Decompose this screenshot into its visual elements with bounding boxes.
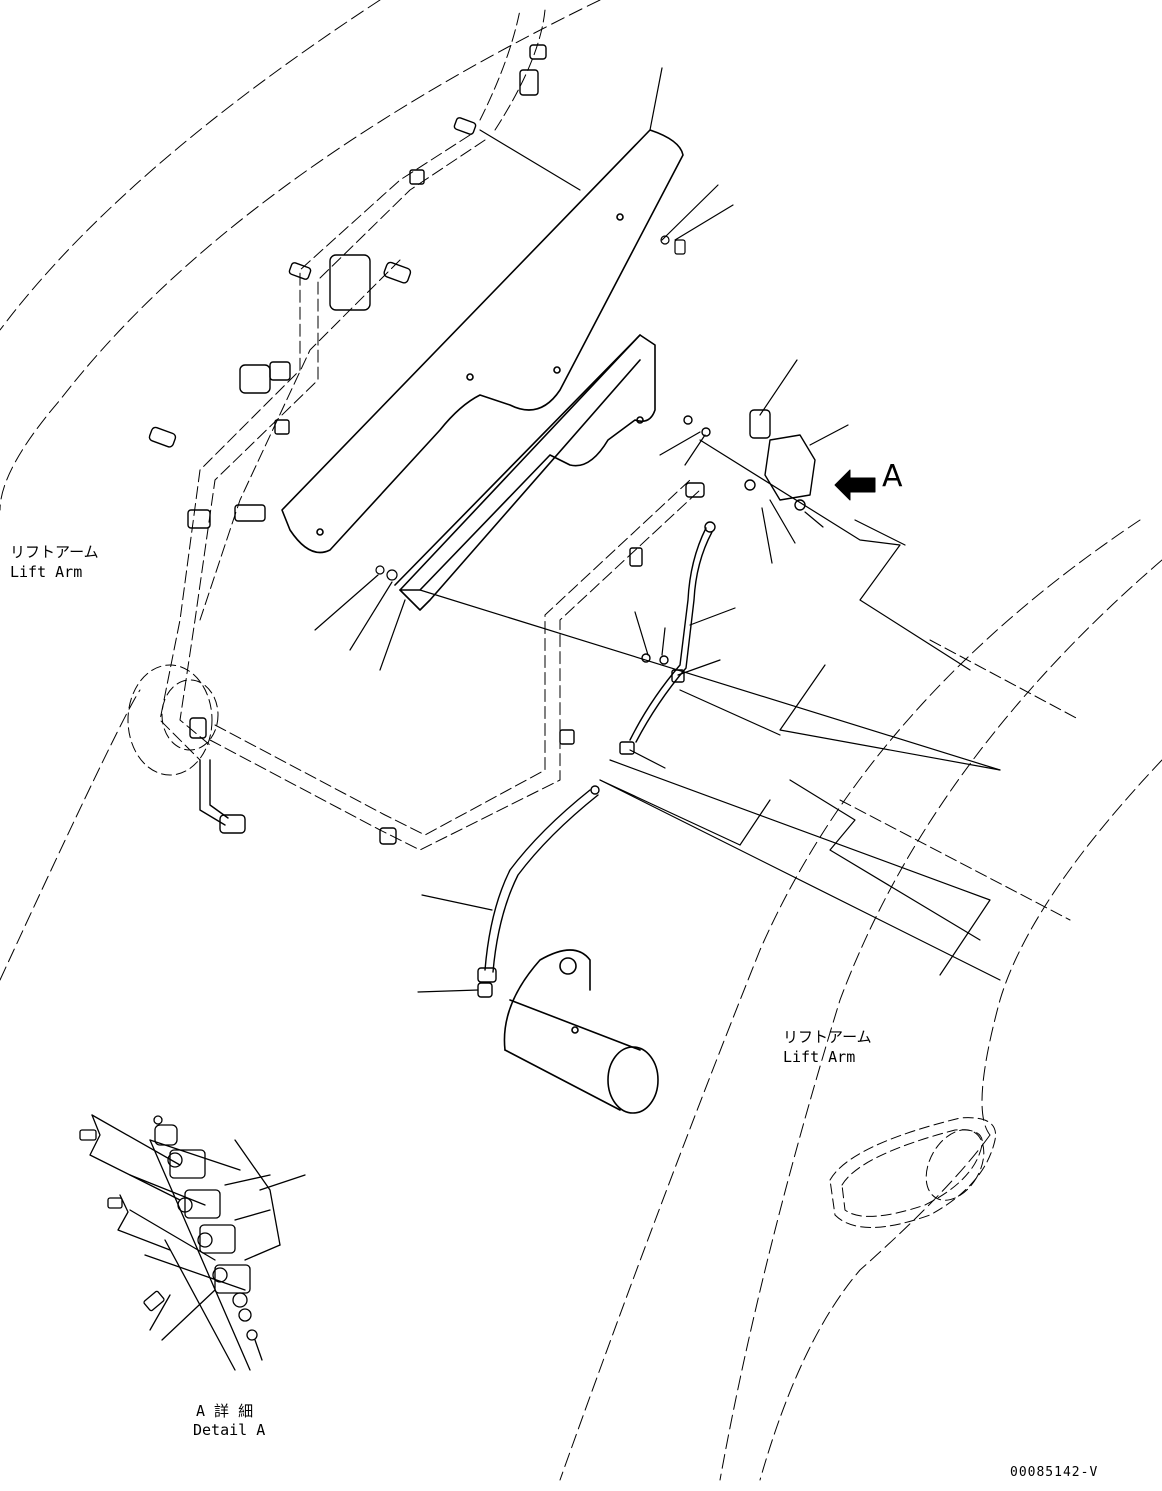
lift-arm-label-left-jp: リフトアーム [10,543,99,561]
detail-a-label-en: Detail A [193,1421,266,1439]
lift-arm-label-right-jp: リフトアーム [783,1028,872,1046]
channel-cover [394,334,656,611]
view-arrow [834,469,876,501]
view-arrow-letter: A [882,459,903,494]
hose-routing-left [159,9,1081,921]
bracket-plate-upper [281,67,684,554]
lift-arm-label-left-en: Lift Arm [10,563,83,581]
valve-fitting-cluster [148,44,643,845]
drawing-code: 00085142-V [1010,1465,1099,1480]
lift-arm-outline-left [0,0,601,981]
mounting-outline [419,129,1001,981]
lift-arm-boss [127,664,997,1228]
lift-arm-label-right-en: Lift Arm [783,1048,856,1066]
detail-a-view [79,1114,306,1371]
callout-leaders [314,184,849,993]
pivot-pin [503,949,659,1114]
fasteners [375,235,686,581]
detail-a-label-jp: A 詳 細 [196,1402,254,1420]
hose-assembly-lower [477,785,600,998]
solenoid-valve-block [619,409,816,755]
lift-arm-outline-right [559,519,1162,1481]
